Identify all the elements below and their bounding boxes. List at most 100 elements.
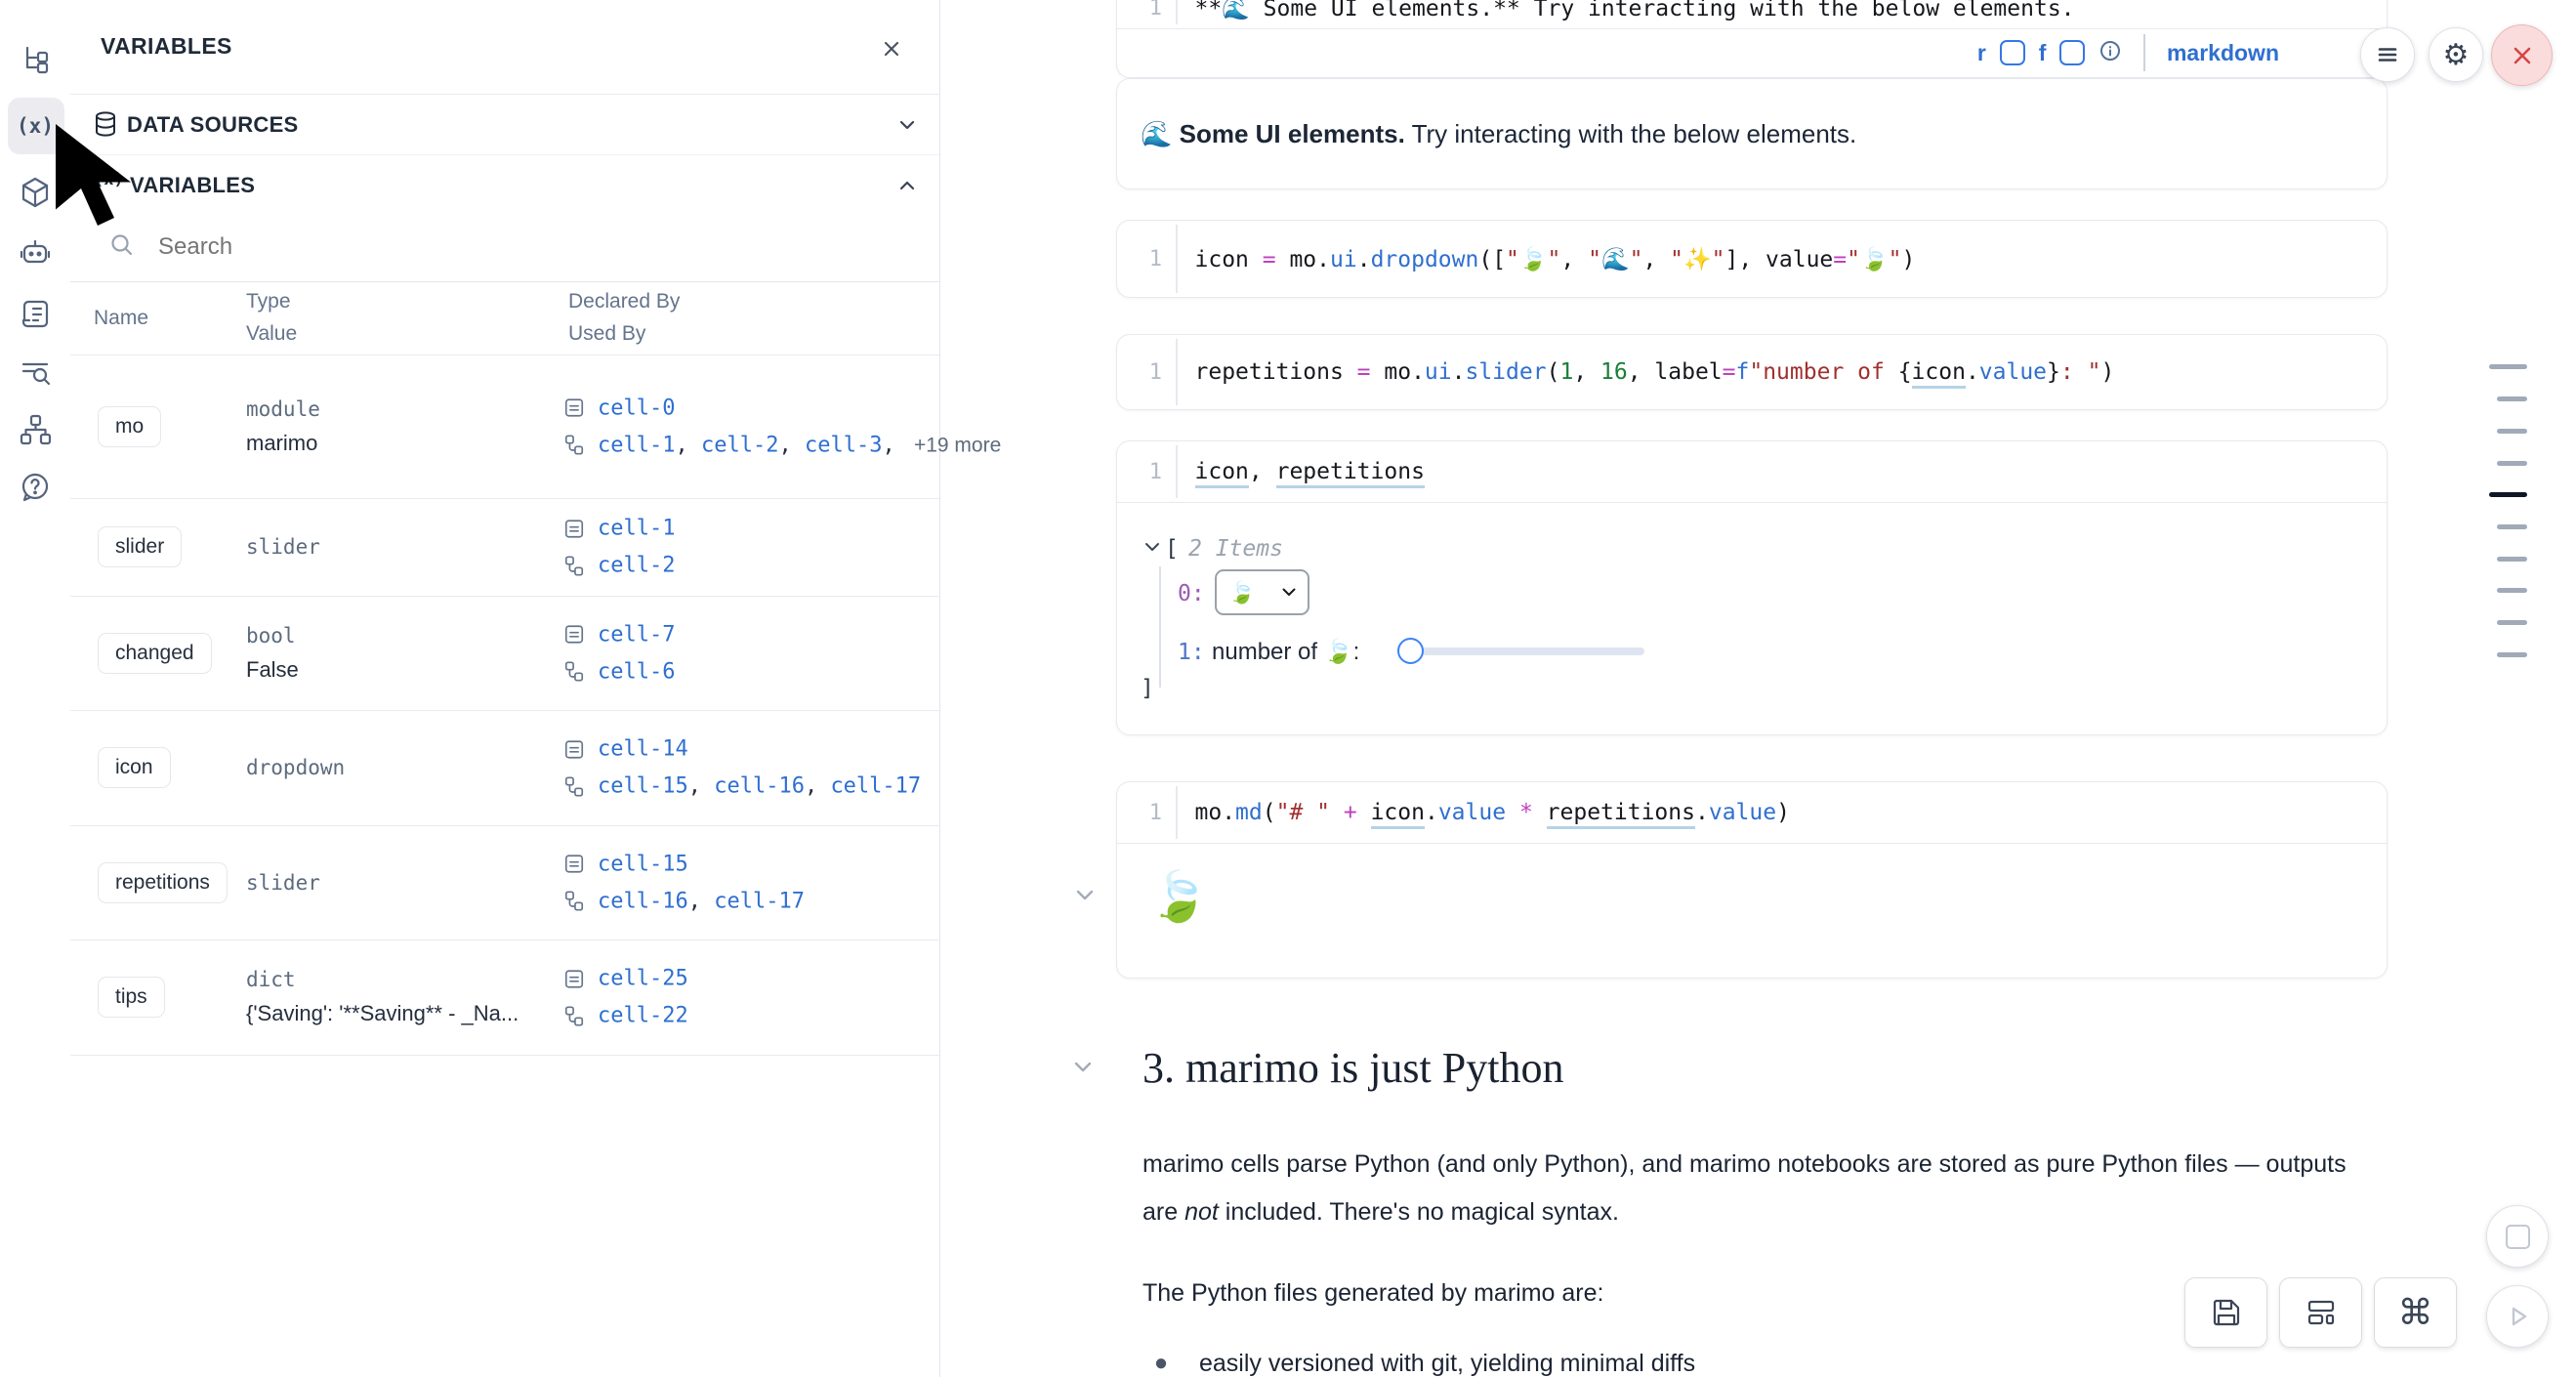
variables-table-header: Name Type Value Declared By Used By [70, 281, 939, 355]
reactive-toggle[interactable] [1999, 40, 2025, 65]
variable-name-badge: mo [98, 405, 162, 447]
section-label: VARIABLES [130, 173, 256, 197]
section-variables[interactable]: (x) VARIABLES [70, 154, 939, 213]
used-by-links[interactable]: cell-15, cell-16, cell-17 [598, 773, 922, 799]
bold-text: Some UI elements. [1179, 118, 1405, 148]
close-icon[interactable] [876, 33, 907, 64]
code-line[interactable]: repetitions = mo.ui.slider(1, 16, label=… [1178, 359, 2114, 389]
minimap-cell-marker[interactable] [2497, 524, 2527, 529]
stop-icon [2505, 1224, 2530, 1249]
minimap-cell-marker[interactable] [2497, 557, 2527, 562]
file-tree-icon[interactable] [14, 39, 57, 82]
notebook-menu-button[interactable] [2360, 27, 2415, 82]
format-toggle[interactable] [2059, 40, 2086, 65]
tree-collapse-icon[interactable] [1144, 540, 1160, 558]
variable-type: bool [246, 623, 296, 647]
used-by-links[interactable]: cell-16, cell-17 [598, 889, 805, 913]
variable-type: module [246, 396, 320, 421]
declared-by-links[interactable]: cell-25 [598, 966, 688, 991]
section-data-sources[interactable]: DATA SOURCES [70, 94, 939, 155]
workflow-icon [564, 556, 584, 575]
ai-assistant-icon[interactable] [14, 230, 57, 273]
minimap-cell-marker[interactable] [2497, 396, 2527, 401]
variables-section-icon: (x) [94, 170, 124, 189]
repetitions-slider-track[interactable] [1414, 647, 1644, 655]
used-by-links[interactable]: cell-2 [598, 553, 676, 578]
dependencies-icon[interactable] [14, 408, 57, 451]
variable-row: slider slider cell-1 cell-2 [70, 498, 939, 597]
code-line[interactable]: icon, repetitions [1178, 459, 1425, 488]
hamburger-icon [2378, 48, 2397, 62]
logs-icon[interactable] [14, 352, 57, 395]
repetitions-slider-thumb[interactable] [1397, 638, 1424, 664]
markdown-source-cell[interactable]: 1 **🌊 Some UI elements.** Try interactin… [1116, 0, 2388, 78]
leaf-emoji-output: 🍃 [1148, 869, 1210, 924]
format-toggle-label: f [2038, 39, 2047, 65]
declared-by-links[interactable]: cell-0 [598, 396, 676, 420]
save-button[interactable] [2184, 1277, 2267, 1348]
run-button[interactable] [2486, 1285, 2549, 1348]
bullet-text: easily versioned with git, yielding mini… [1199, 1350, 1696, 1377]
panel-title: VARIABLES [101, 33, 232, 59]
minimap-cell-marker[interactable] [2497, 620, 2527, 625]
used-by-links[interactable]: cell-6 [598, 659, 676, 684]
help-icon[interactable] [14, 466, 57, 509]
variables-panel-header: VARIABLES [70, 0, 939, 95]
icon-dropdown-select[interactable]: 🍃 [1215, 569, 1309, 615]
slider-code-cell[interactable]: 1 repetitions = mo.ui.slider(1, 16, labe… [1116, 334, 2388, 410]
workflow-icon [564, 661, 584, 682]
variable-row: tips dict{'Saving': '**Saving** - _Na...… [70, 939, 939, 1056]
icon-rail: (x) [0, 0, 71, 1377]
scratchpad-icon[interactable] [14, 293, 57, 336]
used-by-links[interactable]: cell-22 [598, 1003, 688, 1028]
declared-by-links[interactable]: cell-1 [598, 516, 676, 541]
col-value: Value [246, 322, 298, 345]
code-line[interactable]: mo.md("# " + icon.value * repetitions.va… [1178, 800, 1790, 829]
variable-name-badge: icon [98, 747, 171, 788]
declared-by-links[interactable]: cell-15 [598, 852, 688, 876]
layout-button[interactable] [2279, 1277, 2362, 1348]
minimap-cell-marker[interactable] [2497, 652, 2527, 657]
layout-rows-icon [2307, 1300, 2334, 1325]
markdown-output-cell: 🌊 Some UI elements. Try interacting with… [1116, 78, 2388, 189]
dropdown-code-cell[interactable]: 1 icon = mo.ui.dropdown(["🍃", "🌊", "✨"],… [1116, 220, 2388, 298]
stop-button[interactable] [2486, 1205, 2549, 1268]
cell-collapse-chevron[interactable] [1074, 889, 1096, 907]
shutdown-button[interactable] [2491, 24, 2553, 86]
packages-icon[interactable] [14, 171, 57, 214]
reactive-toggle-label: r [1976, 39, 1986, 65]
md-expression-cell[interactable]: 1 mo.md("# " + icon.value * repetitions.… [1116, 781, 2388, 979]
minimap-cell-marker[interactable] [2497, 588, 2527, 593]
plain-text: Try interacting with the below elements. [1404, 118, 1857, 148]
declared-by-links[interactable]: cell-14 [598, 736, 688, 762]
gear-icon: ⚙ [2442, 37, 2470, 72]
minimap-cell-marker[interactable] [2497, 429, 2527, 434]
cell-icon [564, 625, 584, 644]
line-number: 1 [1148, 359, 1162, 385]
code-line[interactable]: icon = mo.ui.dropdown(["🍃", "🌊", "✨"], v… [1194, 246, 1916, 272]
indent-guide [1159, 566, 1161, 688]
variable-name-badge: tips [98, 977, 165, 1018]
search-input[interactable] [156, 232, 746, 262]
code-line[interactable]: **🌊 Some UI elements.** Try interacting … [1194, 0, 2075, 21]
minimap-cell-marker[interactable] [2489, 364, 2527, 369]
declared-by-links[interactable]: cell-7 [598, 622, 676, 647]
section-paragraph-2: The Python files generated by marimo are… [1143, 1279, 1604, 1307]
variable-value: False [246, 656, 299, 682]
settings-button[interactable]: ⚙ [2429, 27, 2483, 82]
col-declared-by: Declared By [568, 290, 681, 313]
variables-panel-icon[interactable]: (x) [14, 104, 57, 147]
index-0-label: 0: [1178, 581, 1205, 606]
language-badge[interactable]: markdown [2166, 39, 2279, 65]
section-collapse-chevron[interactable] [1072, 1061, 1094, 1079]
play-icon [2512, 1307, 2527, 1326]
minimap-cell-marker[interactable] [2497, 461, 2527, 466]
keyboard-shortcuts-button[interactable]: ⌘ [2374, 1277, 2457, 1348]
minimap-cell-marker-active[interactable] [2489, 492, 2527, 497]
tuple-cell[interactable]: 1 icon, repetitions [ 2 Items 0: 🍃 1: nu… [1116, 440, 2388, 735]
info-icon[interactable] [2098, 39, 2122, 67]
used-by-links[interactable]: cell-1, cell-2, cell-3, +19 more [598, 433, 1002, 457]
